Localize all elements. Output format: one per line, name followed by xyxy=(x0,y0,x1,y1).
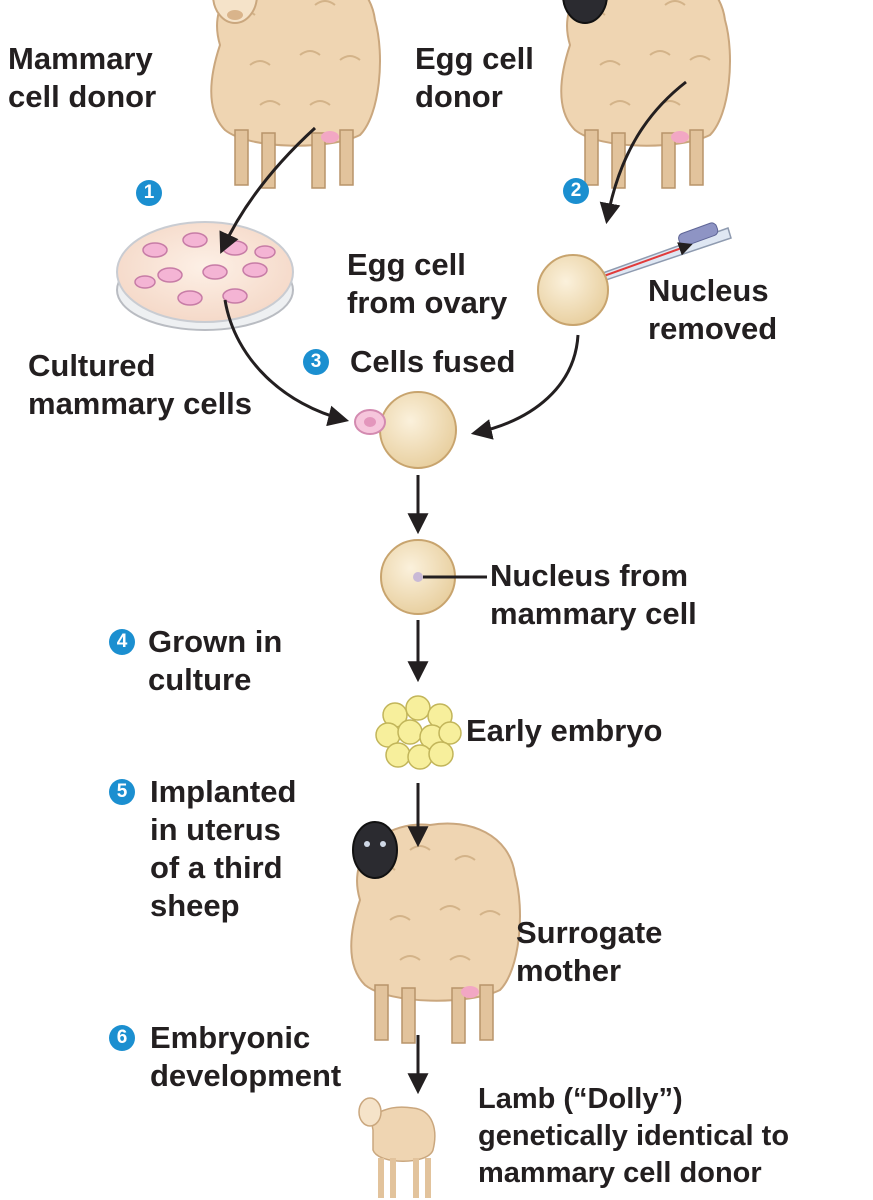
sheep-surrogate-icon xyxy=(350,821,521,1044)
petri-dish-icon xyxy=(116,221,294,331)
step-5-badge: 5 xyxy=(109,779,135,805)
lamb-icon xyxy=(358,1097,436,1198)
egg-cell-icon xyxy=(537,254,609,326)
step-1-badge: 1 xyxy=(136,180,162,206)
flow-arrows xyxy=(219,80,687,1095)
sheep-black-face-icon xyxy=(560,0,731,189)
step-6-badge: 6 xyxy=(109,1025,135,1051)
step-4-badge: 4 xyxy=(109,629,135,655)
label-cells-fused: Cells fused xyxy=(350,344,516,379)
step-3-badge: 3 xyxy=(303,349,329,375)
label-early-embryo: Early embryo xyxy=(466,713,663,748)
egg-with-nucleus-icon xyxy=(380,539,487,615)
fused-cells-icon xyxy=(354,391,457,469)
step-2-badge: 2 xyxy=(563,178,589,204)
sheep-white-face-icon xyxy=(210,0,381,189)
embryo-cluster-icon xyxy=(375,695,462,770)
